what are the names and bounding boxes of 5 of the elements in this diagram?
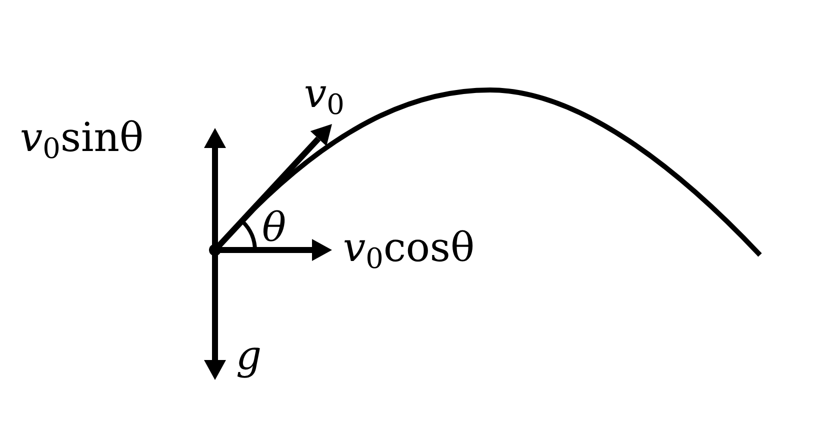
math-label: v$_{0}$cosθ (343, 228, 475, 273)
math-label: θ (262, 208, 286, 248)
math-label: v$_{0}$sinθ (20, 118, 144, 163)
math-label: g (236, 336, 262, 376)
math-label: v$_{0}$ (304, 74, 344, 119)
